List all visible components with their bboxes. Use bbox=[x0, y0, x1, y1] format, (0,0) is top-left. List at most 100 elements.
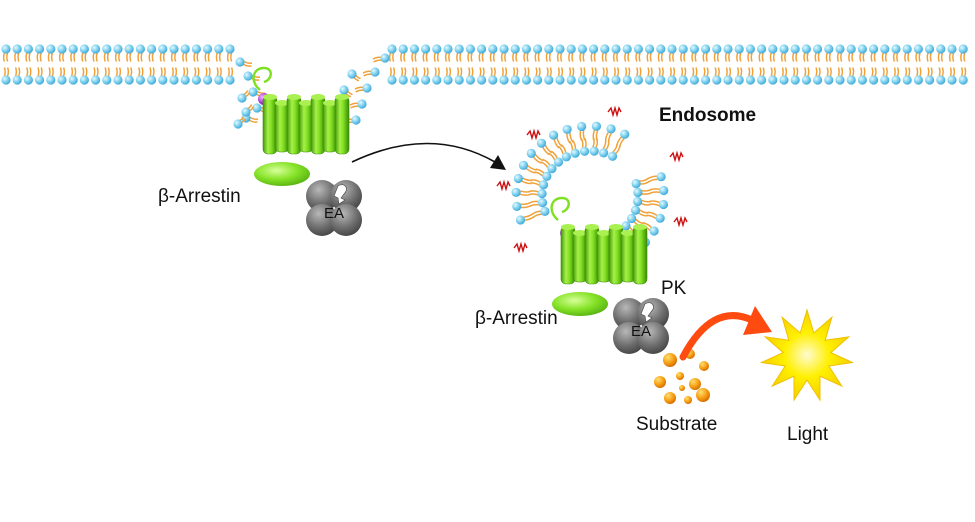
lipid bbox=[169, 44, 179, 62]
lipid bbox=[409, 44, 419, 62]
lipid bbox=[180, 67, 190, 85]
lipid bbox=[68, 67, 78, 85]
lipid bbox=[243, 71, 261, 81]
lipid bbox=[443, 44, 453, 62]
lipid bbox=[512, 201, 532, 211]
lipid bbox=[68, 44, 78, 62]
lipid bbox=[678, 67, 688, 85]
lipid bbox=[936, 44, 946, 62]
lipid bbox=[846, 67, 856, 85]
lipid bbox=[824, 44, 834, 62]
lipid bbox=[398, 67, 408, 85]
pk-label: PK bbox=[661, 278, 687, 299]
lipid bbox=[443, 67, 453, 85]
lipid bbox=[499, 67, 509, 85]
lipid bbox=[958, 67, 968, 85]
lipid bbox=[801, 67, 812, 85]
lipid bbox=[936, 67, 946, 85]
substrate-droplet bbox=[696, 388, 710, 402]
lipid bbox=[745, 67, 756, 85]
transmembrane-helix bbox=[632, 225, 648, 285]
lipid bbox=[488, 44, 498, 62]
lipid bbox=[925, 44, 935, 62]
lipid bbox=[569, 139, 580, 158]
lipid bbox=[147, 67, 157, 85]
n-terminus-loop bbox=[550, 196, 570, 221]
helix-cap bbox=[287, 94, 301, 100]
lipid bbox=[947, 67, 957, 85]
lipid bbox=[633, 196, 651, 207]
lipid bbox=[398, 44, 408, 62]
endosome-tags bbox=[496, 105, 688, 254]
helix-cap bbox=[633, 224, 647, 230]
helix-cap bbox=[573, 230, 587, 236]
lipid bbox=[477, 67, 487, 85]
lipid bbox=[579, 137, 590, 156]
lipid bbox=[102, 44, 112, 62]
lipid bbox=[158, 44, 168, 62]
lipid bbox=[191, 67, 201, 85]
lipid bbox=[631, 177, 650, 189]
lipid bbox=[633, 44, 644, 62]
lipid bbox=[421, 44, 431, 62]
lipid bbox=[225, 44, 235, 62]
lipid bbox=[599, 139, 610, 158]
receptor-right: EA bbox=[550, 196, 669, 354]
helix-cap bbox=[621, 230, 635, 236]
lipid bbox=[214, 67, 224, 85]
lipid bbox=[529, 198, 548, 208]
lipid bbox=[616, 129, 630, 148]
lipid bbox=[203, 44, 213, 62]
lipid bbox=[645, 44, 655, 62]
lipid bbox=[339, 85, 353, 98]
lipid bbox=[790, 44, 800, 62]
lipid bbox=[409, 67, 419, 85]
lipid bbox=[824, 67, 834, 85]
lipid bbox=[611, 44, 621, 62]
lipid bbox=[387, 44, 397, 62]
lipid bbox=[233, 116, 247, 129]
ea-label: EA bbox=[324, 205, 344, 222]
lipid bbox=[646, 172, 666, 183]
lipid bbox=[526, 148, 544, 164]
transmembrane-helix bbox=[334, 95, 350, 155]
helix-cap bbox=[275, 100, 289, 106]
helix-cap bbox=[311, 94, 325, 100]
lipid bbox=[562, 124, 574, 144]
beta-arrestin bbox=[254, 162, 310, 186]
lipid bbox=[678, 44, 688, 62]
substrate-particles bbox=[654, 349, 710, 404]
lipid bbox=[521, 44, 532, 62]
lipid bbox=[745, 44, 756, 62]
lipid bbox=[869, 67, 879, 85]
lipid bbox=[23, 44, 33, 62]
lipid bbox=[835, 67, 845, 85]
substrate-droplet bbox=[679, 385, 685, 391]
receptor-left: EA bbox=[252, 66, 362, 236]
lipid bbox=[214, 44, 224, 62]
lipid bbox=[689, 44, 700, 62]
lipid bbox=[913, 67, 924, 85]
lipid bbox=[723, 44, 733, 62]
red-tag bbox=[669, 150, 684, 163]
substrate-droplet bbox=[676, 372, 684, 380]
lipid bbox=[432, 67, 442, 85]
lipid bbox=[518, 160, 537, 174]
substrate-droplet bbox=[684, 396, 692, 404]
lipid bbox=[880, 67, 890, 85]
lipid bbox=[521, 67, 532, 85]
internalization-arrow bbox=[351, 142, 506, 170]
lipid bbox=[124, 67, 134, 85]
lipid bbox=[649, 185, 669, 196]
light-label: Light bbox=[787, 424, 829, 445]
lipid bbox=[79, 44, 89, 62]
lipid bbox=[135, 44, 145, 62]
lipid bbox=[734, 67, 744, 85]
lipid bbox=[454, 67, 464, 85]
lipid bbox=[513, 173, 533, 185]
lipid bbox=[102, 67, 112, 85]
n-terminus-loop bbox=[252, 66, 272, 91]
lipid bbox=[180, 44, 190, 62]
helix-cap bbox=[561, 224, 575, 230]
